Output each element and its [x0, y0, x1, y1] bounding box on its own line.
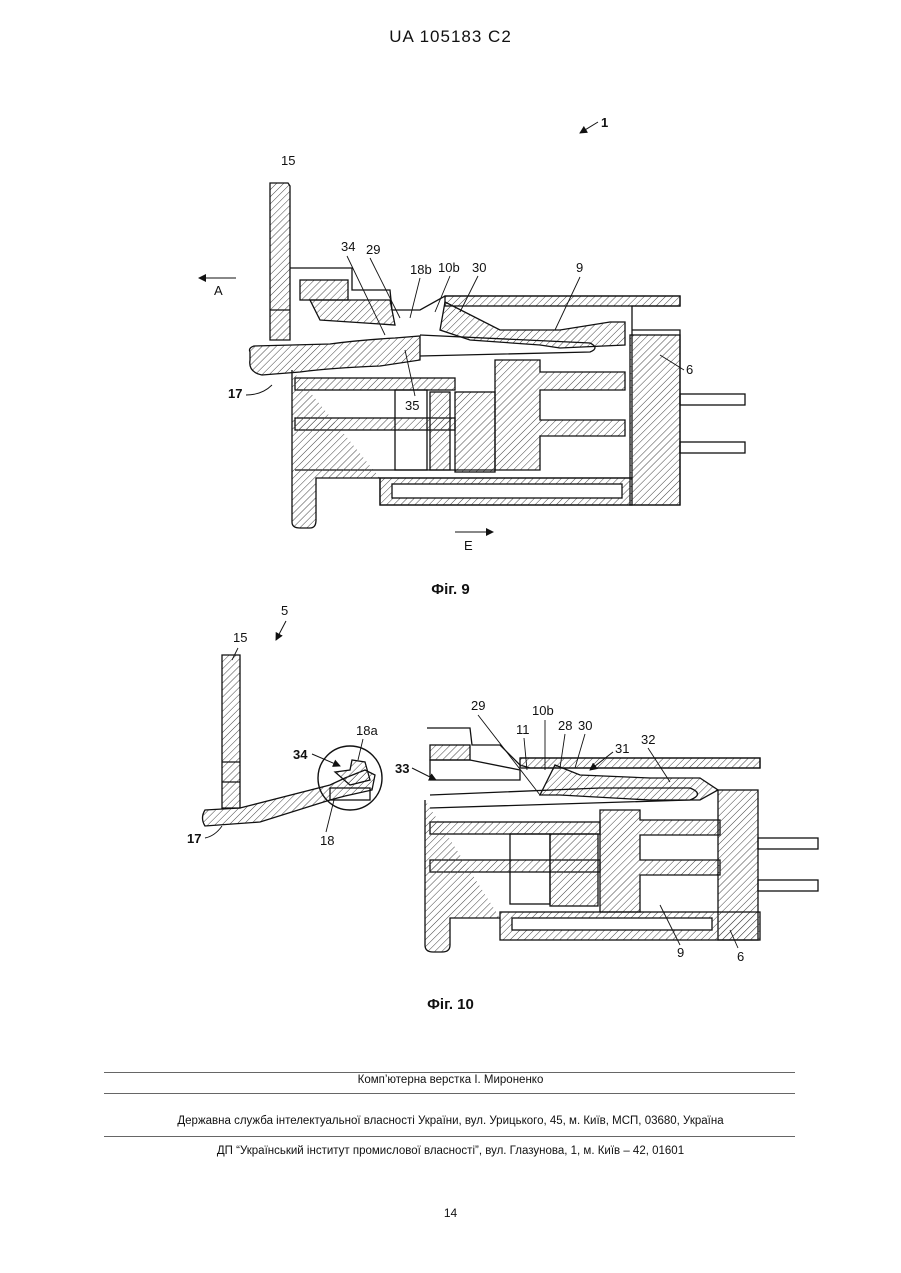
- footer-agency-address: Державна служба інтелектуальної власност…: [0, 1115, 901, 1127]
- figure-9-drawing: [250, 183, 746, 528]
- footer-rule-1: [104, 1072, 795, 1073]
- footer-institute-address: ДП “Український інститут промислової вла…: [0, 1145, 901, 1157]
- fig9-arrow-a-label: A: [214, 283, 223, 298]
- fig9-ref-30: 30: [472, 260, 486, 275]
- footer-rule-3: [104, 1136, 795, 1137]
- fig10-ref-6: 6: [737, 949, 744, 964]
- fig10-ref-18a: 18a: [356, 723, 378, 738]
- fig10-ref-18: 18: [320, 833, 334, 848]
- fig10-ref-9: 9: [677, 945, 684, 960]
- footer-layout-credit: Комп’ютерна верстка І. Мироненко: [0, 1074, 901, 1086]
- fig9-ref-1: 1: [601, 115, 608, 130]
- fig10-ref-5: 5: [281, 603, 288, 618]
- fig10-ref-17: 17: [187, 831, 201, 846]
- footer-rule-2: [104, 1093, 795, 1094]
- fig10-ref-33: 33: [395, 761, 409, 776]
- fig9-ref-17: 17: [228, 386, 242, 401]
- page-number: 14: [0, 1206, 901, 1220]
- figure-10-drawing: [203, 655, 819, 952]
- fig9-ref-29: 29: [366, 242, 380, 257]
- fig10-ref-11: 11: [516, 722, 530, 737]
- fig10-ref-28: 28: [558, 718, 572, 733]
- fig9-ref-10b: 10b: [438, 260, 460, 275]
- fig9-arrow-e-label: E: [464, 538, 473, 553]
- fig10-ref-30: 30: [578, 718, 592, 733]
- fig10-ref-32: 32: [641, 732, 655, 747]
- fig9-ref-15: 15: [281, 153, 295, 168]
- figure-9-caption: Фіг. 9: [0, 581, 901, 598]
- fig10-ref-34: 34: [293, 747, 308, 762]
- fig9-ref-34: 34: [341, 239, 355, 254]
- fig9-ref-18b: 18b: [410, 262, 432, 277]
- fig9-ref-6: 6: [686, 362, 693, 377]
- fig10-ref-29: 29: [471, 698, 485, 713]
- figure-10-caption: Фіг. 10: [0, 996, 901, 1013]
- fig10-ref-31: 31: [615, 741, 629, 756]
- fig9-ref-9: 9: [576, 260, 583, 275]
- fig10-ref-10b: 10b: [532, 703, 554, 718]
- fig9-ref-35: 35: [405, 398, 419, 413]
- fig10-ref-15: 15: [233, 630, 247, 645]
